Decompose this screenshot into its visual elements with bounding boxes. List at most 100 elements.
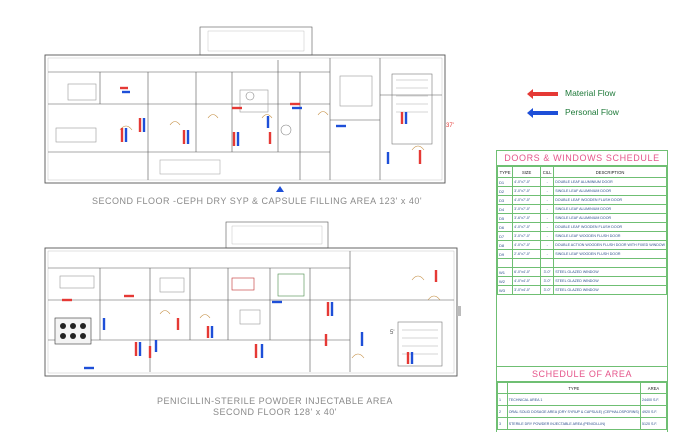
area-schedule-cell: 24400 S.F. bbox=[639, 393, 668, 406]
area-schedule-header-cell bbox=[497, 382, 508, 394]
door-schedule-cell: D9 bbox=[496, 249, 514, 259]
area-schedule-cell: 1 bbox=[497, 393, 508, 406]
door-schedule-cell: D7 bbox=[496, 231, 514, 241]
door-schedule-cell: - bbox=[540, 240, 555, 250]
door-schedule-cell: DOUBLE LEAF WOODEN FLUSH DOOR bbox=[553, 222, 667, 232]
door-schedule-cell: - bbox=[540, 231, 555, 241]
door-schedule-cell: DOUBLE LEAF WOODEN FLUSH DOOR bbox=[553, 195, 667, 205]
door-schedule-cell: 4'-0"x7'-0" bbox=[512, 222, 542, 232]
door-schedule-cell: DOUBLE LEAF ALUMINIUM DOOR bbox=[553, 177, 667, 187]
plan-lower-title-line1: PENICILLIN-STERILE POWDER INJECTABLE ARE… bbox=[157, 396, 393, 406]
door-schedule-cell: STEEL GLAZED WINDOW bbox=[553, 285, 667, 295]
door-schedule-cell bbox=[512, 258, 542, 268]
door-schedule-cell bbox=[553, 258, 667, 268]
dim-label-37ft: 37' bbox=[446, 123, 454, 129]
door-schedule-cell: 3'-0"x7'-0" bbox=[512, 204, 542, 214]
door-schedule-cell: D4 bbox=[496, 204, 514, 214]
door-schedule-cell: 4'-0"x7'-0" bbox=[512, 240, 542, 250]
material-flow-arrow-icon bbox=[527, 89, 558, 99]
door-schedule-cell: STEEL GLAZED WINDOW bbox=[553, 276, 667, 286]
door-schedule-header-cell: SIZE bbox=[512, 166, 542, 178]
door-schedule-cell bbox=[540, 258, 555, 268]
legend-material-flow-label: Material Flow bbox=[565, 88, 616, 98]
door-schedule-cell: - bbox=[540, 186, 555, 196]
door-schedule-cell: - bbox=[540, 177, 555, 187]
flow-legend: Material Flow Personal Flow bbox=[527, 86, 667, 126]
dim-label-5ft: 5' bbox=[390, 330, 394, 336]
plan-upper-flow-arrows bbox=[120, 86, 422, 192]
door-schedule-cell: 3'-0" bbox=[540, 285, 555, 295]
door-schedule-cell: D1 bbox=[496, 177, 514, 187]
plan-lower bbox=[44, 221, 458, 377]
door-schedule-cell: STEEL GLAZED WINDOW bbox=[553, 267, 667, 277]
door-schedule-cell: D5 bbox=[496, 213, 514, 223]
door-schedule-row bbox=[496, 258, 667, 268]
door-schedule-header-cell: DESCRIPTION bbox=[553, 166, 667, 178]
plan-upper-title: SECOND FLOOR -CEPH DRY SYP & CAPSULE FIL… bbox=[92, 196, 423, 206]
door-schedule-cell: 3'-0" bbox=[540, 276, 555, 286]
area-schedule-cell: 4920 S.F. bbox=[639, 405, 668, 418]
area-schedule-cell: 2 bbox=[497, 405, 508, 418]
area-schedule-cell: TECHNICAL AREA 1 bbox=[506, 393, 641, 406]
capsule-machine bbox=[54, 317, 92, 345]
area-schedule-title: SCHEDULE OF AREA bbox=[497, 367, 667, 382]
door-schedule-cell: W3 bbox=[496, 285, 514, 295]
door-schedule-cell: 4'-0"x7'-0" bbox=[512, 177, 542, 187]
door-schedule-header-cell: CILL bbox=[540, 166, 555, 178]
plan-lower-title-line2: SECOND FLOOR 128' x 40' bbox=[213, 407, 337, 417]
door-schedule-cell: 3'-0"x7'-0" bbox=[512, 231, 542, 241]
door-schedule-cell: - bbox=[540, 249, 555, 259]
door-schedule-cell: W2 bbox=[496, 276, 514, 286]
area-schedule-header-cell: AREA bbox=[639, 382, 668, 394]
door-schedule-cell: 3'-0"x7'-0" bbox=[512, 186, 542, 196]
area-schedule-cell: 3 bbox=[497, 417, 508, 430]
area-schedule-cell: 5120 S.F. bbox=[639, 417, 668, 430]
door-schedule-cell: DOUBLE ACTION WOODEN FLUSH DOOR WITH FIX… bbox=[553, 240, 667, 250]
area-schedule-header-cell: TYPE bbox=[506, 382, 641, 394]
door-schedule-cell: 4'-0"x4'-0" bbox=[512, 276, 542, 286]
door-schedule-cell bbox=[496, 258, 514, 268]
door-schedule-cell: SINGLE LEAF ALUMINIUM DOOR bbox=[553, 186, 667, 196]
area-schedule-cell: STERILE DRY POWDER INJECTABLE AREA (PENI… bbox=[506, 417, 641, 430]
door-schedule-cell: 4'-0"x7'-0" bbox=[512, 195, 542, 205]
door-schedule-cell: SINGLE LEAF ALUMINIUM DOOR bbox=[553, 204, 667, 214]
plan-lower-flow-arrows bbox=[62, 270, 438, 370]
plan-upper bbox=[44, 26, 446, 184]
door-schedule-cell: 2'-6"x7'-0" bbox=[512, 249, 542, 259]
door-schedule-cell: - bbox=[540, 204, 555, 214]
door-schedule-cell: - bbox=[540, 213, 555, 223]
door-schedule-cell: 6'-0"x4'-0" bbox=[512, 267, 542, 277]
doors-windows-schedule-title: DOORS & WINDOWS SCHEDULE bbox=[497, 151, 667, 166]
door-schedule-cell: - bbox=[540, 222, 555, 232]
door-schedule-cell: D6 bbox=[496, 222, 514, 232]
personal-flow-arrow-icon bbox=[527, 108, 558, 118]
door-schedule-cell: SINGLE LEAF WOODEN FLUSH DOOR bbox=[553, 231, 667, 241]
door-schedule-cell: 3'-0" bbox=[540, 267, 555, 277]
area-schedule-cell: ORAL SOLID DOSAGE AREA (DRY SYRUP & CAPS… bbox=[506, 405, 641, 418]
door-schedule-cell: D3 bbox=[496, 195, 514, 205]
door-schedule-cell: SINGLE LEAF WOODEN FLUSH DOOR bbox=[553, 249, 667, 259]
door-schedule-cell: W1 bbox=[496, 267, 514, 277]
door-schedule-cell: 3'-0"x4'-0" bbox=[512, 285, 542, 295]
legend-personal-flow-label: Personal Flow bbox=[565, 107, 619, 117]
